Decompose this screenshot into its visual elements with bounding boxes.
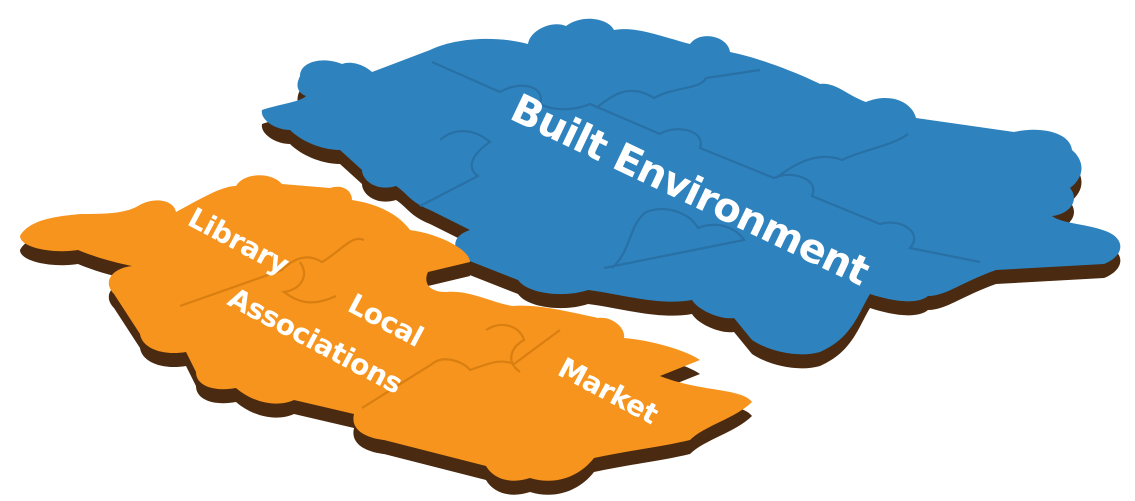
orange-seam-2 <box>281 261 337 304</box>
built-environment-puzzle <box>261 18 1121 369</box>
blue-seam-4 <box>775 133 909 179</box>
blue-seam-2 <box>595 68 761 109</box>
community-puzzle-face <box>20 175 752 481</box>
community-seams <box>179 237 561 409</box>
blue-seam-5 <box>603 208 746 270</box>
orange-seam-4 <box>485 323 526 373</box>
blue-seam-1 <box>431 60 981 264</box>
community-puzzle <box>20 175 752 495</box>
built-environment-puzzle-face <box>261 18 1121 355</box>
built-environment-seams <box>419 60 981 270</box>
orange-seam-3 <box>361 329 561 409</box>
orange-seam-1 <box>179 237 365 308</box>
blue-seam-3 <box>419 130 492 207</box>
